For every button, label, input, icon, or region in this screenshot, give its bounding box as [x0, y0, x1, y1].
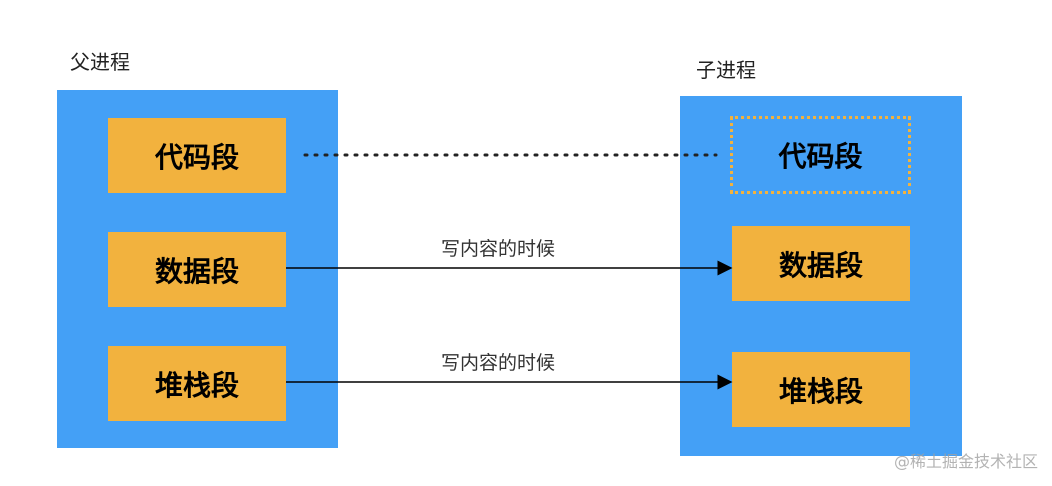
parent-stack-segment: 堆栈段 [108, 346, 286, 421]
child-process-title: 子进程 [696, 58, 756, 82]
parent-process-title: 父进程 [70, 50, 130, 74]
data-write-note: 写内容的时候 [441, 238, 556, 260]
stack-write-note: 写内容的时候 [441, 352, 556, 374]
child-code-segment-shared: 代码段 [730, 116, 911, 194]
watermark: @稀土掘金技术社区 [893, 452, 1038, 471]
parent-data-segment: 数据段 [108, 232, 286, 307]
child-data-segment: 数据段 [732, 226, 910, 301]
child-stack-segment: 堆栈段 [732, 352, 910, 427]
parent-code-segment: 代码段 [108, 118, 286, 193]
